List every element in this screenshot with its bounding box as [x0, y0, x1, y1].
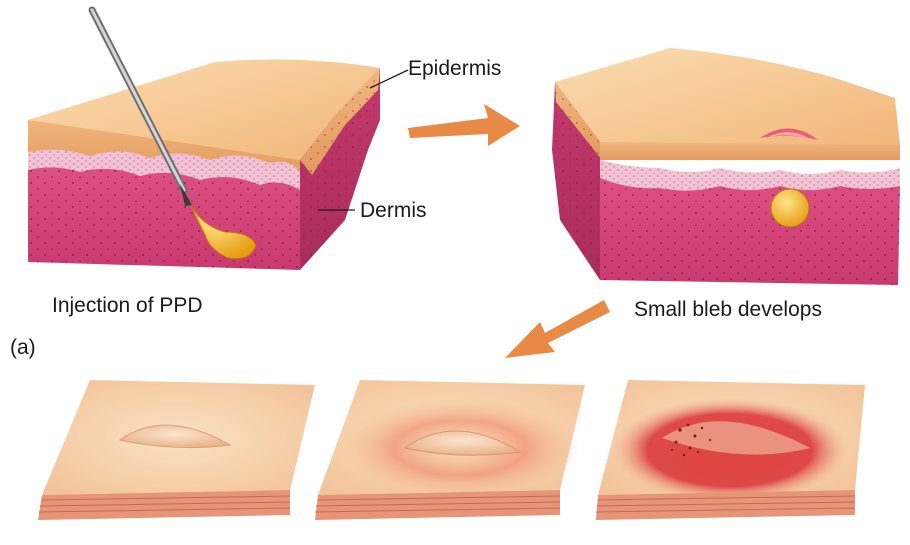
skin-tile-moderate [315, 380, 585, 520]
bleb-caption: Small bleb develops [634, 299, 822, 320]
epidermis-label: Epidermis [408, 58, 501, 79]
panel-label: (a) [10, 337, 36, 358]
skin-block-bleb [552, 48, 900, 285]
skin-tile-early [38, 380, 315, 520]
arrow-right-icon [408, 104, 520, 146]
arrow-down-left-icon [505, 300, 610, 358]
dermis-label: Dermis [360, 200, 427, 221]
skin-block-injection [28, 60, 380, 270]
skin-tile-strong [596, 380, 865, 520]
injection-caption: Injection of PPD [52, 295, 203, 316]
